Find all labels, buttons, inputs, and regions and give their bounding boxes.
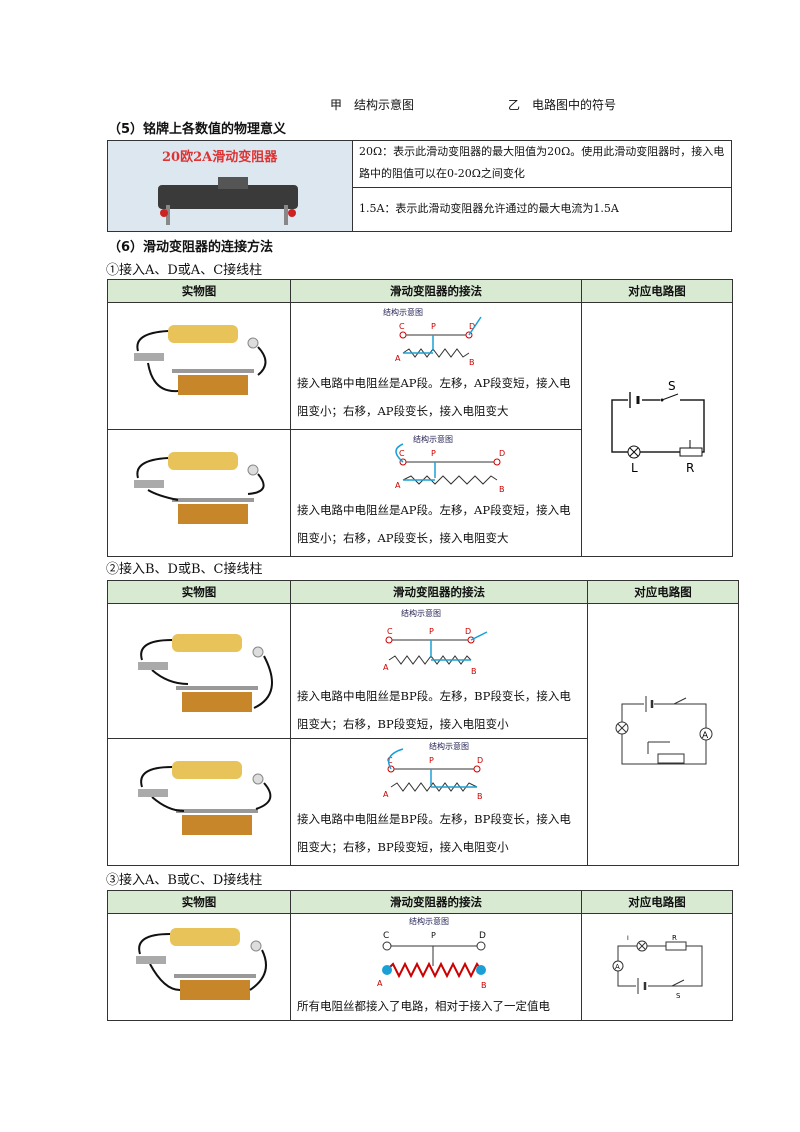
case3-method: 结构示意图 C P D A B 所有电阻丝都接入了电路，相对于接入了一定值电 xyxy=(290,913,582,1021)
case2-desc-1: 接入电路中电阻丝是BP段。左移，BP段变长，接入电阻变大；右移，BP段变短，接入… xyxy=(297,689,571,731)
case1-method-2: 结构示意图 C P D A B 接入电路中电阻丝是AP段。左移，AP段变短，接入… xyxy=(290,429,582,557)
case1-circuit: S L R xyxy=(581,302,733,557)
col-circuit-header: 对应电路图 xyxy=(581,279,733,303)
svg-text:结构示意图: 结构示意图 xyxy=(413,434,453,444)
case3-desc: 所有电阻丝都接入了电路，相对于接入了一定值电 xyxy=(297,999,550,1013)
col-method-header: 滑动变阻器的接法 xyxy=(290,279,582,303)
case1-photo-1 xyxy=(107,302,291,430)
svg-text:C: C xyxy=(387,756,393,765)
case1-photo-2 xyxy=(107,429,291,557)
caption-structure: 甲 结构示意图 xyxy=(330,98,415,112)
col-photo-header: 实物图 xyxy=(107,279,291,303)
nameplate-table: 20欧2A滑动变阻器 20Ω：表示此滑动变阻器的最大阻值为20Ω。使用此滑动变阻… xyxy=(107,140,732,232)
case2-method-1: 结构示意图 C P D A B 接入电路中电阻丝是BP段。左移，BP段变长，接入… xyxy=(290,603,588,739)
nameplate-photo: 20欧2A滑动变阻器 xyxy=(107,140,353,232)
case3-circuit: R A I S xyxy=(581,913,733,1021)
case2-method-2: 结构示意图 C P D A B 接入电路中电阻丝是BP段。左移，BP段变长，接入… xyxy=(290,738,588,866)
svg-text:D: D xyxy=(479,931,486,941)
svg-text:P: P xyxy=(431,931,436,940)
caption-symbol: 乙 电路图中的符号 xyxy=(508,98,617,112)
svg-text:结构示意图: 结构示意图 xyxy=(429,741,469,751)
svg-text:B: B xyxy=(499,485,505,494)
nameplate-label: 20欧2A滑动变阻器 xyxy=(162,150,278,165)
switch-label: S xyxy=(676,992,681,1000)
svg-text:B: B xyxy=(477,792,483,801)
svg-text:P: P xyxy=(431,322,436,331)
svg-text:A: A xyxy=(395,481,401,490)
svg-text:结构示意图: 结构示意图 xyxy=(401,608,441,618)
svg-text:D: D xyxy=(499,449,505,458)
svg-text:A: A xyxy=(383,790,389,799)
nameplate-row2: 1.5A：表示此滑动变阻器允许通过的最大电流为1.5A xyxy=(352,186,732,232)
lamp-label: L xyxy=(631,461,638,475)
svg-text:D: D xyxy=(465,627,471,636)
case2-photo-1 xyxy=(107,603,291,739)
current-label: I xyxy=(627,935,629,942)
case1-desc-2: 接入电路中电阻丝是AP段。左移，AP段变短，接入电阻变小；右移，AP段变长，接入… xyxy=(297,503,571,545)
svg-text:A: A xyxy=(395,354,401,363)
case2-photo-2 xyxy=(107,738,291,866)
col-photo-header: 实物图 xyxy=(107,580,291,604)
case1-method-1: 结构示意图 C P D A B 接入电路中电阻丝是AP段。左移，AP段变短，接入… xyxy=(290,302,582,430)
svg-text:C: C xyxy=(387,627,393,636)
case1-title: ①接入A、D或A、C接线柱 xyxy=(106,263,263,278)
ammeter-label: A xyxy=(615,963,620,971)
svg-text:B: B xyxy=(469,358,475,367)
struct-title: 结构示意图 xyxy=(383,307,423,317)
case1-table: 实物图 滑动变阻器的接法 对应电路图 结构示意图 C P D xyxy=(107,279,733,557)
col-method-header: 滑动变阻器的接法 xyxy=(290,580,588,604)
ammeter-label: A xyxy=(702,731,709,741)
resistor-label: R xyxy=(672,934,677,942)
nameplate-row1: 20Ω：表示此滑动变阻器的最大阻值为20Ω。使用此滑动变阻器时，接入电路中的阻值… xyxy=(352,140,732,188)
col-circuit-header: 对应电路图 xyxy=(587,580,739,604)
case3-table: 实物图 滑动变阻器的接法 对应电路图 结构示意图 C P D xyxy=(107,890,733,1021)
case2-circuit: A xyxy=(587,603,739,866)
case1-desc-1: 接入电路中电阻丝是AP段。左移，AP段变短，接入电阻变小；右移，AP段变长，接入… xyxy=(297,376,571,418)
col-circuit-header: 对应电路图 xyxy=(581,890,733,914)
svg-text:D: D xyxy=(477,756,483,765)
svg-text:A: A xyxy=(383,663,389,672)
svg-text:P: P xyxy=(429,627,434,636)
case2-title: ②接入B、D或B、C接线柱 xyxy=(106,562,263,577)
svg-text:P: P xyxy=(431,449,436,458)
case2-table: 实物图 滑动变阻器的接法 对应电路图 结构示意图 C P D xyxy=(107,580,739,866)
col-method-header: 滑动变阻器的接法 xyxy=(290,890,582,914)
svg-text:结构示意图: 结构示意图 xyxy=(409,916,449,926)
svg-text:P: P xyxy=(429,756,434,765)
section5-heading: （5）铭牌上各数值的物理意义 xyxy=(108,122,287,137)
svg-text:C: C xyxy=(399,322,405,331)
case3-title: ③接入A、B或C、D接线柱 xyxy=(106,873,263,888)
svg-text:A: A xyxy=(377,979,383,988)
case2-desc-2: 接入电路中电阻丝是BP段。左移，BP段变长，接入电阻变大；右移，BP段变短，接入… xyxy=(297,812,571,854)
svg-text:C: C xyxy=(383,931,389,941)
svg-text:B: B xyxy=(471,667,477,676)
rheostat-label: R xyxy=(686,461,694,475)
svg-text:B: B xyxy=(481,981,487,990)
col-photo-header: 实物图 xyxy=(107,890,291,914)
switch-label: S xyxy=(668,380,676,393)
section6-heading: （6）滑动变阻器的连接方法 xyxy=(108,240,274,255)
svg-text:D: D xyxy=(469,322,475,331)
case3-photo xyxy=(107,913,291,1021)
svg-text:C: C xyxy=(399,449,405,458)
